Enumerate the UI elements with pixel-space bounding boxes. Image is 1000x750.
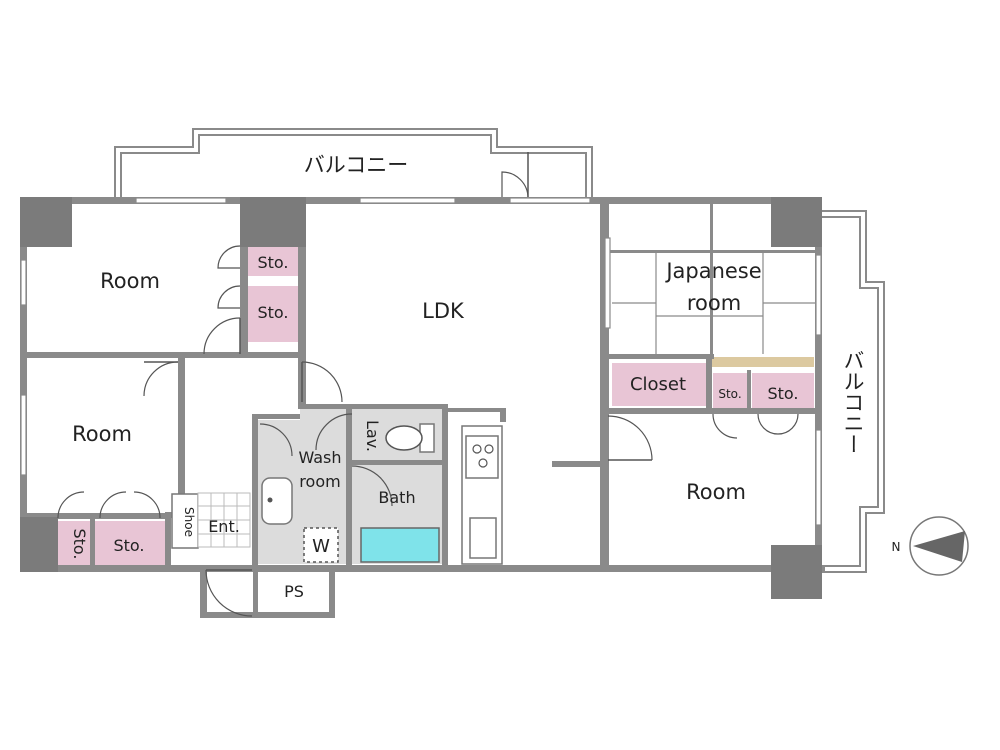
bathtub bbox=[360, 527, 440, 563]
storage-6-label: Sto. bbox=[767, 384, 798, 403]
storage-4 bbox=[95, 521, 165, 566]
walls bbox=[20, 197, 825, 618]
wash-room-label-2: room bbox=[299, 472, 340, 491]
north-label: N bbox=[892, 540, 901, 554]
ldk-label: LDK bbox=[422, 299, 465, 323]
balcony-top bbox=[114, 128, 593, 199]
japanese-room-label-1: Japanese bbox=[664, 259, 761, 283]
doors bbox=[57, 245, 799, 617]
storage-3 bbox=[58, 521, 90, 566]
storage-4-label: Sto. bbox=[113, 536, 144, 555]
entrance-label: Ent. bbox=[208, 517, 240, 536]
room-top-left-label: Room bbox=[100, 269, 160, 293]
tatami-lines bbox=[612, 253, 815, 354]
storage-5-label: Sto. bbox=[718, 387, 741, 401]
windows bbox=[20, 197, 822, 526]
washer-label: W bbox=[312, 536, 330, 557]
lav-label: Lav. bbox=[363, 420, 382, 452]
shoe-label: Shoe bbox=[182, 507, 196, 537]
closet-label: Closet bbox=[630, 374, 686, 395]
storage-3-label: Sto. bbox=[70, 528, 89, 559]
storage-6 bbox=[752, 373, 814, 409]
closet-fill bbox=[612, 363, 706, 406]
labels: バルコニー バルコニー Room Room Room LDK Japanese … bbox=[70, 153, 900, 601]
storage-1 bbox=[248, 246, 298, 276]
wash-room-label-1: Wash bbox=[298, 448, 341, 467]
room-right-label: Room bbox=[686, 480, 746, 504]
balcony-top-label: バルコニー bbox=[304, 153, 409, 177]
tatami-shelf bbox=[712, 357, 814, 367]
room-left-label: Room bbox=[72, 422, 132, 446]
storage-2 bbox=[248, 286, 298, 342]
japanese-room-label-2: room bbox=[687, 291, 741, 315]
fixtures bbox=[171, 423, 503, 565]
storage-1-label: Sto. bbox=[257, 253, 288, 272]
bath-label: Bath bbox=[378, 488, 415, 507]
balcony-right-label: バルコニー bbox=[841, 350, 865, 455]
balcony-right bbox=[821, 210, 885, 573]
ps-label: PS bbox=[284, 582, 304, 601]
storage-5 bbox=[713, 373, 747, 409]
storage-2-label: Sto. bbox=[257, 303, 288, 322]
compass-icon bbox=[909, 516, 969, 576]
